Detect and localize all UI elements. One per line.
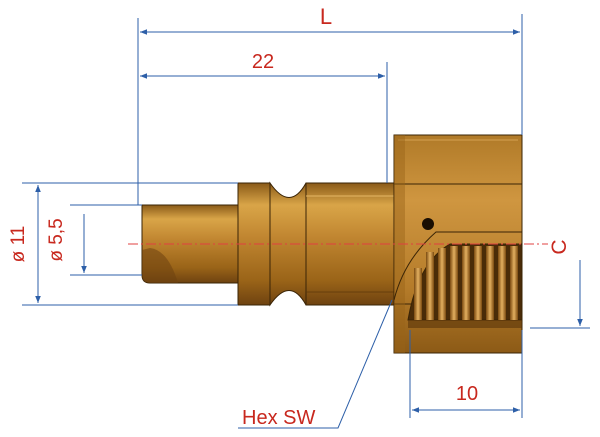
- dim-label-L: L: [320, 4, 332, 29]
- dim-label-C: C: [548, 239, 571, 254]
- dim-label-diameter-5-5: ø 5,5: [46, 218, 67, 261]
- internal-thread: [414, 246, 518, 320]
- dim-label-10: 10: [456, 383, 478, 405]
- drill-hole: [422, 218, 434, 230]
- dim-label-22: 22: [252, 51, 274, 73]
- section-hatch: [408, 320, 522, 328]
- dimension-lines: [22, 14, 590, 429]
- dim-label-hex-sw: Hex SW: [242, 407, 315, 429]
- dim-label-diameter-11: ø 11: [8, 226, 29, 263]
- plug-tip-bevel: [142, 248, 178, 283]
